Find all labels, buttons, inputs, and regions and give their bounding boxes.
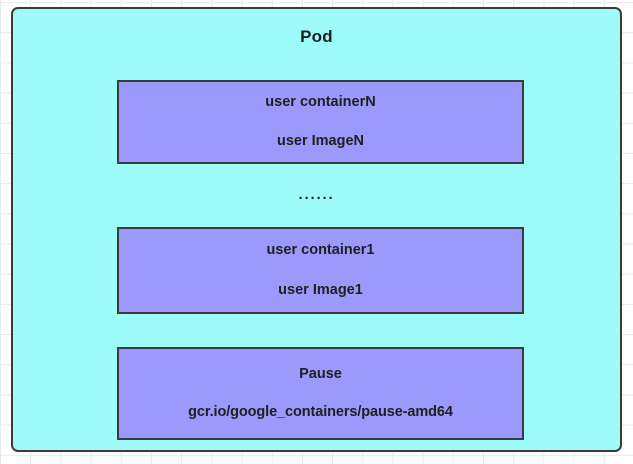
container-name-label: user containerN: [265, 93, 376, 110]
container-box-user-1: user container1 user Image1: [117, 227, 524, 314]
container-image-label: gcr.io/google_containers/pause-amd64: [188, 403, 453, 420]
container-name-label: Pause: [299, 366, 342, 383]
pod-container-box: Pod user containerN user ImageN ······ u…: [11, 7, 622, 452]
container-box-user-n: user containerN user ImageN: [117, 80, 524, 164]
container-image-label: user ImageN: [276, 133, 365, 149]
pod-title: Pod: [300, 27, 333, 46]
ellipsis-marker: ······: [298, 190, 335, 207]
container-image-label: user Image1: [278, 281, 363, 298]
container-name-label: user container1: [266, 242, 375, 259]
container-box-pause: Pause gcr.io/google_containers/pause-amd…: [117, 347, 524, 440]
